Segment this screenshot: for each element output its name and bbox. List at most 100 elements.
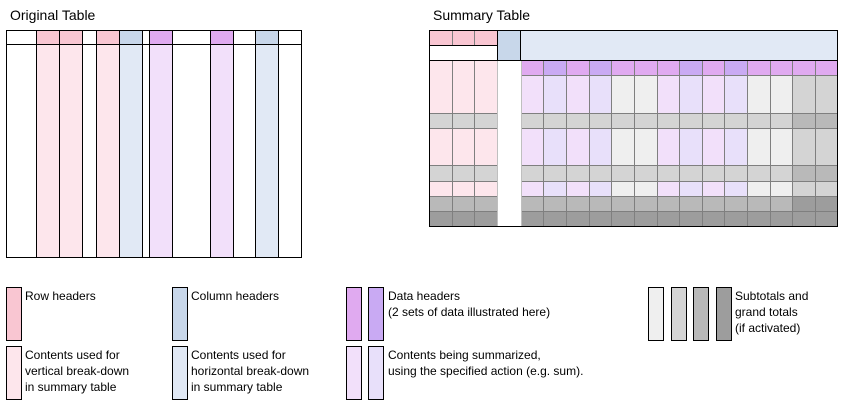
summary-row-cell-1-1 bbox=[452, 113, 475, 129]
legend-subtotals-label: Subtotals and grand totals (if activated… bbox=[735, 289, 809, 335]
summary-data-cell-3-0 bbox=[521, 128, 544, 166]
original-column-8 bbox=[172, 44, 211, 258]
summary-data-cell-1-11 bbox=[770, 75, 793, 114]
summary-row-cell-4-1 bbox=[452, 181, 475, 197]
summary-row-cell-0-2 bbox=[474, 60, 498, 114]
original-header-cell-9 bbox=[210, 30, 234, 45]
summary-data-cell-4-2 bbox=[566, 165, 590, 182]
summary-data-cell-0-8 bbox=[702, 60, 725, 76]
original-column-3 bbox=[82, 44, 97, 258]
summary-data-cell-6-1 bbox=[543, 196, 567, 212]
original-header-cell-4 bbox=[96, 30, 120, 45]
summary-data-cell-0-9 bbox=[724, 60, 748, 76]
original-table-border bbox=[6, 30, 302, 258]
summary-data-gap bbox=[520, 60, 522, 227]
summary-data-cell-3-3 bbox=[589, 128, 612, 166]
summary-data-cell-0-7 bbox=[679, 60, 703, 76]
original-header-cell-10 bbox=[233, 30, 256, 45]
summary-data-cell-2-1 bbox=[543, 113, 567, 129]
legend-total-1-swatch bbox=[648, 287, 664, 341]
original-column-11 bbox=[255, 44, 279, 258]
summary-data-cell-2-6 bbox=[657, 113, 680, 129]
summary-row-cell-4-2 bbox=[474, 181, 498, 197]
original-header-cell-2 bbox=[59, 30, 83, 45]
summary-data-cell-2-2 bbox=[566, 113, 590, 129]
summary-data-cell-1-2 bbox=[566, 75, 590, 114]
summary-data-cell-4-5 bbox=[634, 165, 658, 182]
summary-data-cell-0-0 bbox=[521, 60, 544, 76]
summary-data-cell-5-8 bbox=[702, 181, 725, 197]
legend-total-3-swatch bbox=[693, 287, 709, 341]
summary-data-cell-5-10 bbox=[747, 181, 771, 197]
original-table bbox=[6, 30, 302, 258]
summary-data-cell-7-7 bbox=[679, 211, 703, 227]
summary-data-cell-3-1 bbox=[543, 128, 567, 166]
original-column-6 bbox=[142, 44, 150, 258]
summary-data-cell-7-5 bbox=[634, 211, 658, 227]
original-header-cell-3 bbox=[82, 30, 97, 45]
summary-column-breakdown-row-2 bbox=[520, 45, 838, 61]
original-column-7 bbox=[149, 44, 173, 258]
legend-data-headers-label: Data headers (2 sets of data illustrated… bbox=[388, 289, 551, 319]
summary-row-header-blank bbox=[429, 45, 498, 61]
summary-data-cell-7-9 bbox=[724, 211, 748, 227]
summary-data-cell-5-12 bbox=[792, 181, 816, 197]
summary-data-cell-5-9 bbox=[724, 181, 748, 197]
original-header-cell-8 bbox=[172, 30, 211, 45]
original-header-cell-6 bbox=[142, 30, 150, 45]
original-header-cell-7 bbox=[149, 30, 173, 45]
summary-data-cell-0-4 bbox=[611, 60, 635, 76]
summary-data-cell-4-7 bbox=[679, 165, 703, 182]
summary-row-cell-2-1 bbox=[452, 128, 475, 166]
summary-data-cell-2-5 bbox=[634, 113, 658, 129]
summary-row-cell-5-2 bbox=[474, 196, 498, 212]
summary-table-title: Summary Table bbox=[433, 7, 531, 23]
summary-data-cell-6-6 bbox=[657, 196, 680, 212]
summary-data-cell-1-4 bbox=[611, 75, 635, 114]
summary-data-cell-2-7 bbox=[679, 113, 703, 129]
summary-data-cell-2-4 bbox=[611, 113, 635, 129]
summary-data-cell-6-0 bbox=[521, 196, 544, 212]
summary-data-cell-5-5 bbox=[634, 181, 658, 197]
legend-swatches bbox=[6, 287, 732, 400]
legend-row-content-swatch bbox=[6, 346, 22, 400]
original-column-9 bbox=[210, 44, 234, 258]
summary-spacer bbox=[497, 60, 521, 227]
original-header-cell-0 bbox=[6, 30, 37, 45]
summary-data-cell-5-1 bbox=[543, 181, 567, 197]
summary-data-cell-0-5 bbox=[634, 60, 658, 76]
legend-data-content-2-swatch bbox=[368, 346, 384, 400]
summary-data-cell-3-12 bbox=[792, 128, 816, 166]
summary-row-cell-2-2 bbox=[474, 128, 498, 166]
summary-row-cell-0-1 bbox=[452, 60, 475, 114]
summary-data-cell-4-0 bbox=[521, 165, 544, 182]
summary-data-cell-0-10 bbox=[747, 60, 771, 76]
summary-data-cell-5-3 bbox=[589, 181, 612, 197]
summary-data-cell-2-12 bbox=[792, 113, 816, 129]
summary-data-cell-4-11 bbox=[770, 165, 793, 182]
summary-data-cell-1-13 bbox=[815, 75, 838, 114]
summary-data-cell-3-11 bbox=[770, 128, 793, 166]
original-header-cell-12 bbox=[278, 30, 302, 45]
summary-data-cell-5-4 bbox=[611, 181, 635, 197]
summary-data-cell-2-11 bbox=[770, 113, 793, 129]
summary-data-cell-1-6 bbox=[657, 75, 680, 114]
legend-data-header-2-swatch bbox=[368, 287, 384, 341]
original-table-title: Original Table bbox=[10, 7, 96, 23]
summary-row-cell-5-1 bbox=[452, 196, 475, 212]
summary-data-cell-6-7 bbox=[679, 196, 703, 212]
summary-row-cell-6-0 bbox=[429, 211, 453, 227]
summary-data-cell-7-1 bbox=[543, 211, 567, 227]
summary-data-cell-4-4 bbox=[611, 165, 635, 182]
legend-total-4-swatch bbox=[716, 287, 732, 341]
summary-data-cell-0-2 bbox=[566, 60, 590, 76]
legend-total-2-swatch bbox=[671, 287, 687, 341]
original-column-12 bbox=[278, 44, 302, 258]
summary-data-cell-7-11 bbox=[770, 211, 793, 227]
summary-data-cell-7-3 bbox=[589, 211, 612, 227]
summary-data-cell-7-12 bbox=[792, 211, 816, 227]
summary-data-cell-6-9 bbox=[724, 196, 748, 212]
summary-data-cell-3-10 bbox=[747, 128, 771, 166]
summary-row-header-top bbox=[429, 30, 498, 46]
